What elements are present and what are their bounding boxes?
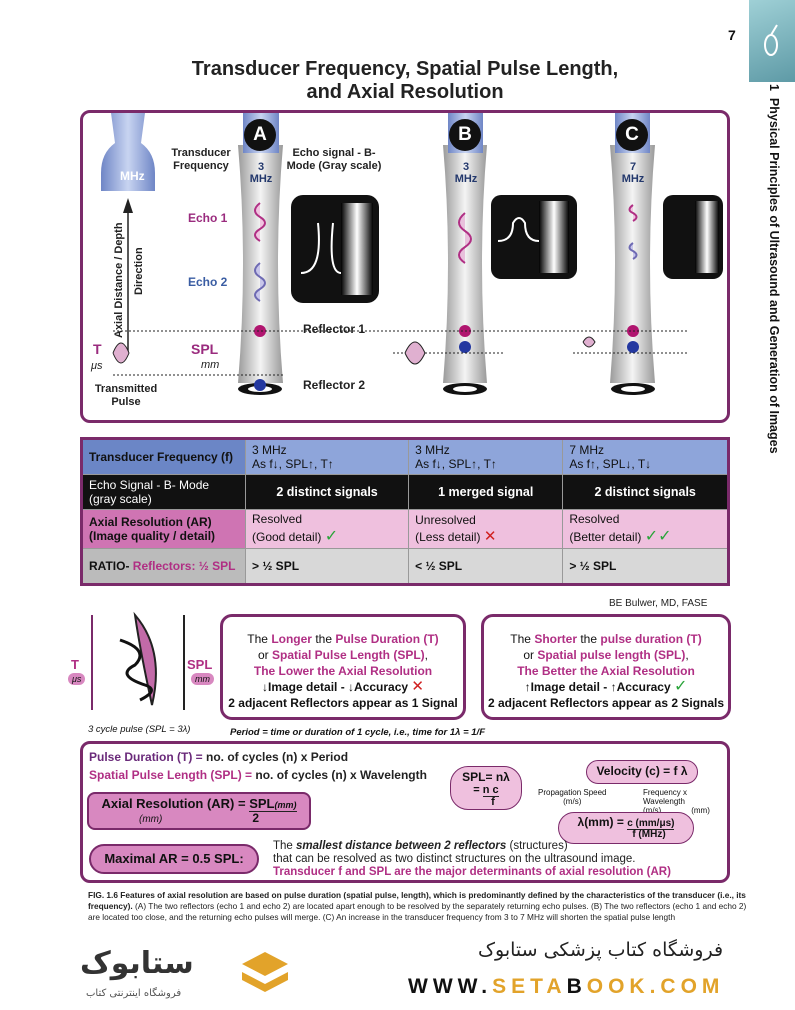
check-icon: ✓ <box>324 528 339 545</box>
side-chapter-title: 1 Physical Principles of Ultrasound and … <box>767 84 781 454</box>
column-letter-a: A <box>244 119 276 151</box>
row-header-frequency: Transducer Frequency (f) <box>81 438 246 475</box>
longer-pulse-box: The Longer the Pulse Duration (T) or Spa… <box>220 614 466 720</box>
pulse-illustration <box>91 611 185 710</box>
table-cell: 2 distinct signals <box>244 474 410 510</box>
figure-panel: MHz Transducer Frequency Axial Distance … <box>80 110 730 423</box>
author-credit: BE Bulwer, MD, FASE <box>609 598 708 609</box>
row-header-ratio: RATIO- Reflectors: ½ SPL <box>81 548 246 585</box>
formula-panel: Pulse Duration (T) = no. of cycles (n) x… <box>80 741 730 883</box>
table-cell: 1 merged signal <box>408 474 564 510</box>
pulse-duration-formula: Pulse Duration (T) = no. of cycles (n) x… <box>89 750 349 764</box>
direction-label: Direction <box>133 247 145 295</box>
table-cell: Unresolved(Less detail) ✕ <box>408 509 564 549</box>
echo-signal-label: Echo signal - B-Mode (Gray scale) <box>286 147 382 172</box>
period-note: Period = time or duration of 1 cycle, i.… <box>230 727 485 738</box>
axial-resolution-formula: Axial Resolution (AR) = SPL(mm) (mm)2 <box>87 792 311 830</box>
mm-label: mm <box>201 359 220 371</box>
us-label: μs <box>91 360 103 372</box>
cross-icon: ✕ <box>483 528 497 545</box>
row-header-echo: Echo Signal - B- Mode (gray scale) <box>81 474 246 510</box>
spl-formula: Spatial Pulse Length (SPL) = no. of cycl… <box>89 768 427 782</box>
logo-subtitle: فروشگاه اینترنتی کتاب <box>86 988 182 999</box>
table-row: Axial Resolution (AR) (Image quality / d… <box>81 509 729 549</box>
double-check-icon: ✓✓ <box>644 528 672 545</box>
footer-banner <box>0 930 795 1010</box>
cross-icon: ✕ <box>411 678 424 695</box>
axial-distance-label: Axial Distance / Depth <box>113 222 125 338</box>
ultrasound-probe-icon <box>764 24 778 56</box>
echo1-label: Echo 1 <box>188 211 228 225</box>
setabook-logo: ستابوک <box>80 946 194 981</box>
determinants-text: Transducer f and SPL are the major deter… <box>273 866 671 878</box>
pulse-mm-label: mm <box>191 673 214 685</box>
pulse-caption: 3 cycle pulse (SPL = 3λ) <box>88 724 191 735</box>
velocity-equation: Velocity (c) = f λ <box>586 760 698 784</box>
smallest-distance-text-2: that can be resolved as two distinct str… <box>273 853 636 865</box>
corner-tab <box>749 0 795 82</box>
page-title: Transducer Frequency, Spatial Pulse Leng… <box>191 58 619 103</box>
probe-mhz-label: MHz <box>120 169 145 183</box>
column-letter-c: C <box>616 119 648 151</box>
figure-caption: FIG. 1.6 Features of axial resolution ar… <box>88 890 747 922</box>
pulse-t-label: T <box>71 657 79 672</box>
book-logo-icon <box>242 952 288 992</box>
table-cell: > ½ SPL <box>244 548 410 585</box>
store-url: WWW.SETABOOK.COM <box>408 975 725 998</box>
reflector1-label: Reflector 1 <box>303 322 366 336</box>
page-number: 7 <box>728 27 736 43</box>
table-cell: 2 distinct signals <box>562 474 729 510</box>
table-row: RATIO- Reflectors: ½ SPL > ½ SPL < ½ SPL… <box>81 548 729 585</box>
shorter-pulse-box: The Shorter the pulse duration (T) or Sp… <box>481 614 731 720</box>
column-letter-b: B <box>449 119 481 151</box>
transmitted-pulse-label: Transmitted Pulse <box>94 383 158 408</box>
pulse-spl-label: SPL <box>187 657 213 672</box>
smallest-distance-text: The smallest distance between 2 reflecto… <box>273 840 568 852</box>
t-label: T <box>93 341 102 357</box>
spl-label: SPL <box>191 341 219 357</box>
probe-left <box>101 113 155 191</box>
wavelength-equation: λ(mm) = c (mm/μs) f (MHz) <box>558 812 694 844</box>
table-cell: Resolved(Good detail) ✓ <box>244 509 410 549</box>
transducer-frequency-label: Transducer Frequency <box>171 147 231 172</box>
reflector2-label: Reflector 2 <box>303 378 366 392</box>
store-name: فروشگاه کتاب پزشکی ستابوک <box>478 939 724 961</box>
table-cell: > ½ SPL <box>562 548 729 585</box>
spl-equation: SPL= nλ = n c f <box>450 766 522 810</box>
pulse-us-label: μs <box>68 673 86 685</box>
echo2-label: Echo 2 <box>188 275 228 289</box>
table-row: Echo Signal - B- Mode (gray scale) 2 dis… <box>81 474 729 510</box>
table-cell: < ½ SPL <box>408 548 564 585</box>
prop-speed-label: Propagation Speed(m/s) <box>538 788 607 806</box>
table-cell: Resolved(Better detail) ✓✓ <box>562 509 729 549</box>
row-header-ar: Axial Resolution (AR) (Image quality / d… <box>81 509 246 549</box>
maximal-ar-label: Maximal AR = 0.5 SPL: <box>89 844 259 874</box>
check-icon: ✓ <box>674 678 688 695</box>
freq-wavelength-label: Frequency x Wavelength(m/s)(mm) <box>643 788 710 815</box>
beam-a <box>238 113 283 395</box>
